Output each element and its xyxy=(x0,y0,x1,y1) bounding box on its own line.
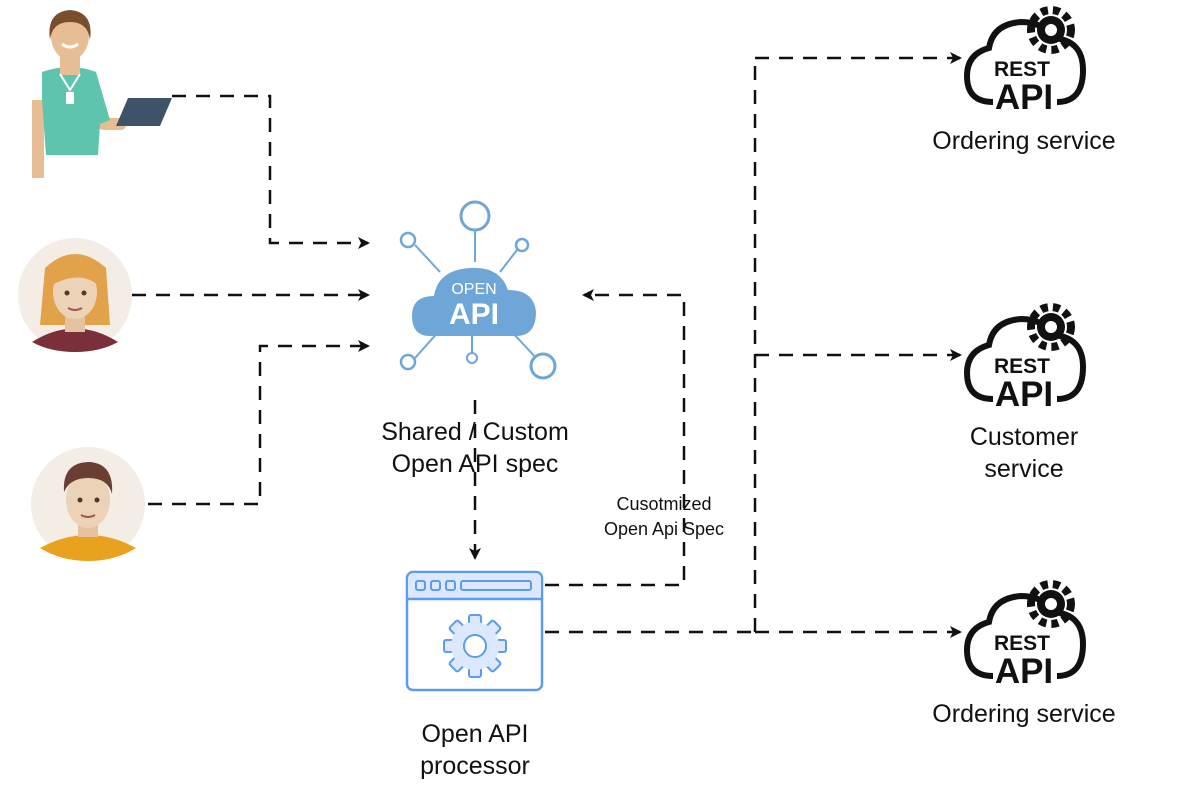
rest-badge-top: REST xyxy=(994,355,1050,378)
processor-window-icon xyxy=(405,570,544,692)
user-with-tablet-icon xyxy=(32,10,172,178)
rest-api-badge-2: REST API xyxy=(963,303,1087,414)
processor-label-line1: Open API xyxy=(421,720,529,748)
edge-label-line2: Open Api Spec xyxy=(603,519,725,539)
openapi-icon-line1: OPEN xyxy=(451,281,496,298)
gear-icon xyxy=(1027,6,1075,54)
service-label-2: Customer service xyxy=(900,421,1148,485)
gear-icon xyxy=(443,614,507,678)
service-label-3-line1: Ordering service xyxy=(932,700,1116,728)
user-man-avatar-icon xyxy=(31,447,145,561)
gear-icon xyxy=(1027,580,1075,628)
arrow-user1-to-spec xyxy=(172,94,370,249)
spec-label: Shared / Custom Open API spec xyxy=(345,416,605,480)
rest-api-badge-1: REST API xyxy=(963,6,1087,117)
rest-badge-top: REST xyxy=(994,58,1050,81)
rest-badge-bottom: API xyxy=(995,78,1053,117)
openapi-icon-line2: API xyxy=(449,298,499,331)
arrow-user3-to-spec xyxy=(148,340,370,506)
service-label-1: Ordering service xyxy=(900,125,1148,157)
service-label-2-line2: service xyxy=(984,455,1064,483)
service-label-3: Ordering service xyxy=(900,698,1148,730)
rest-badge-top: REST xyxy=(994,632,1050,655)
gear-icon xyxy=(1027,303,1075,351)
rest-badge-bottom: API xyxy=(995,375,1053,414)
service-label-1-line1: Ordering service xyxy=(932,127,1116,155)
rest-badge-bottom: API xyxy=(995,652,1053,691)
user-woman-avatar-icon xyxy=(18,238,132,352)
rest-api-badge-3: REST API xyxy=(963,580,1087,691)
service-label-2-line1: Customer xyxy=(969,423,1079,451)
openapi-icon: OPEN API xyxy=(399,200,557,380)
edge-label-line1: Cusotmized xyxy=(616,494,712,514)
processor-label: Open API processor xyxy=(375,718,575,782)
spec-label-line2: Open API spec xyxy=(391,450,559,478)
edge-label: Cusotmized Open Api Spec xyxy=(580,492,748,542)
spec-label-line1: Shared / Custom xyxy=(381,418,569,446)
processor-label-line2: processor xyxy=(420,752,530,780)
